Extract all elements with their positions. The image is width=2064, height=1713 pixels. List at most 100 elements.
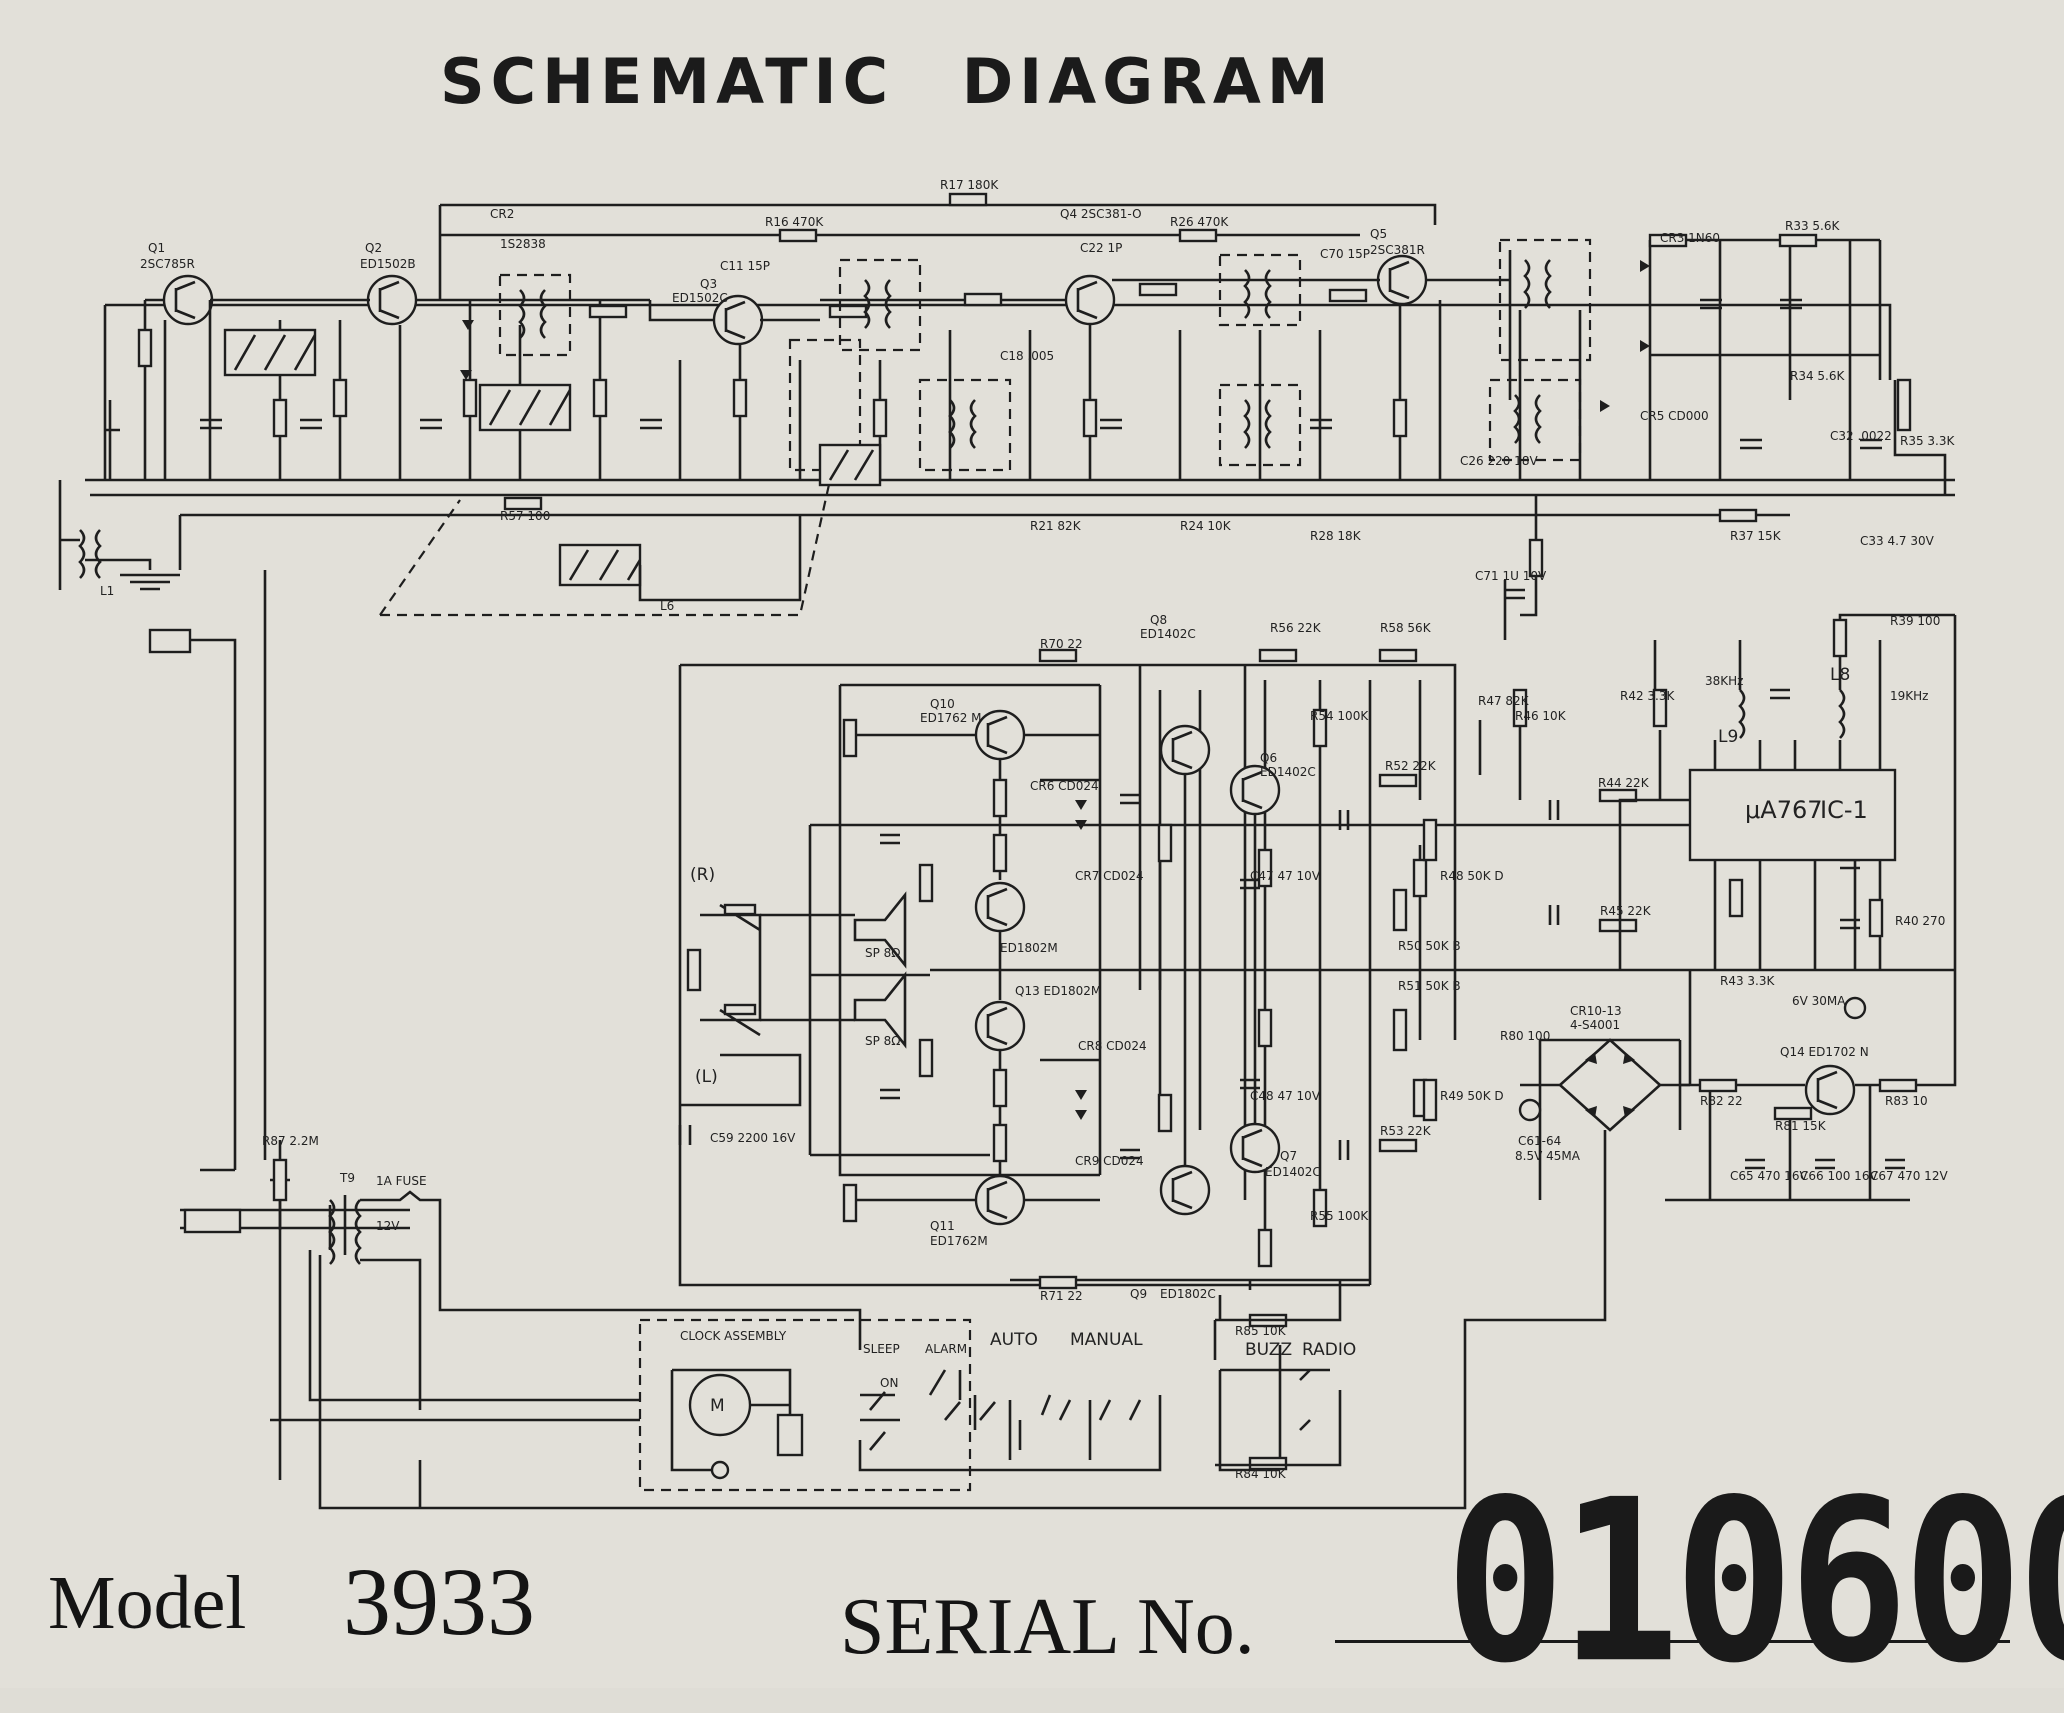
label-q6-part: ED1402C bbox=[1260, 765, 1316, 779]
label-cr7: CR7 CD024 bbox=[1075, 869, 1144, 883]
label-r26: R26 470K bbox=[1170, 215, 1229, 229]
label-l9: L9 bbox=[1718, 727, 1738, 747]
label-c61-64: C61-64 bbox=[1518, 1134, 1561, 1148]
alarm-label: ALARM bbox=[925, 1342, 967, 1356]
label-r43: R43 3.3K bbox=[1720, 974, 1776, 988]
transformer-label: T9 bbox=[339, 1171, 355, 1185]
volts-label: 12V bbox=[376, 1219, 400, 1233]
label-r53: R53 22K bbox=[1380, 1124, 1432, 1138]
label-q5-part: 2SC381R bbox=[1370, 243, 1425, 257]
label-c11: C11 15P bbox=[720, 259, 770, 273]
channel-l: (L) bbox=[695, 1067, 718, 1087]
speaker-l-label: SP 8Ω bbox=[865, 1034, 900, 1048]
label-r35: R35 3.3K bbox=[1900, 434, 1956, 448]
stereo-decoder-section bbox=[1478, 495, 1957, 970]
label-l1: L1 bbox=[100, 584, 114, 598]
label-r87: R87 2.2M bbox=[262, 1134, 319, 1148]
label-r21: R21 82K bbox=[1030, 519, 1082, 533]
label-r56: R56 22K bbox=[1270, 621, 1322, 635]
label-r40: R40 270 bbox=[1895, 914, 1945, 928]
label-q7-part: ED1402C bbox=[1265, 1165, 1321, 1179]
label-r42: R42 3.3K bbox=[1620, 689, 1676, 703]
label-c70: C70 15P bbox=[1320, 247, 1370, 261]
ic-1-name: IC-1 bbox=[1820, 796, 1868, 824]
channel-r: (R) bbox=[690, 865, 715, 885]
audio-amplifier-section bbox=[678, 648, 1957, 1290]
label-q5: Q5 bbox=[1370, 227, 1387, 241]
label-q14: Q14 ED1702 N bbox=[1780, 1045, 1869, 1059]
label-r51: R51 50K B bbox=[1398, 979, 1461, 993]
page-title: SCHEMATIC DIAGRAM bbox=[440, 45, 1335, 118]
label-r16: R16 470K bbox=[765, 215, 824, 229]
label-c32: C32 .0022 bbox=[1830, 429, 1892, 443]
label-c26: C26 220 18V bbox=[1460, 454, 1538, 468]
label-q3: Q3 bbox=[700, 277, 717, 291]
fuse-label: 1A FUSE bbox=[376, 1174, 427, 1188]
label-r80: R80 100 bbox=[1500, 1029, 1550, 1043]
label-cr8: CR8 CD024 bbox=[1078, 1039, 1147, 1053]
label-q1-part: 2SC785R bbox=[140, 257, 195, 271]
label-q11-part: ED1762M bbox=[930, 1234, 988, 1248]
radio-label: RADIO bbox=[1302, 1340, 1356, 1360]
label-r44: R44 22K bbox=[1598, 776, 1650, 790]
label-r70: R70 22 bbox=[1040, 637, 1083, 651]
label-cr2-part: 1S2838 bbox=[500, 237, 546, 251]
label-r82: R82 22 bbox=[1700, 1094, 1743, 1108]
buzz-label: BUZZ bbox=[1245, 1340, 1292, 1360]
label-q6: Q6 bbox=[1260, 751, 1277, 765]
label-19khz: 19KHz bbox=[1890, 689, 1928, 703]
auto-label: AUTO bbox=[990, 1330, 1038, 1350]
label-q9: Q9 bbox=[1130, 1287, 1147, 1301]
label-cr5: CR5 CD000 bbox=[1640, 409, 1709, 423]
label-cr2: CR2 bbox=[490, 207, 514, 221]
label-r28: R28 18K bbox=[1310, 529, 1362, 543]
label-q13: Q13 ED1802M bbox=[1015, 984, 1101, 998]
label-q3-part: ED1502C bbox=[672, 291, 728, 305]
label-c71: C71 1U 10V bbox=[1475, 569, 1547, 583]
label-r49: R49 50K D bbox=[1440, 1089, 1504, 1103]
label-r84: R84 10K bbox=[1235, 1467, 1287, 1481]
label-lamp-rating: 8.5V 45MA bbox=[1515, 1149, 1581, 1163]
manual-label: MANUAL bbox=[1070, 1330, 1143, 1350]
label-r46: R46 10K bbox=[1515, 709, 1567, 723]
label-c65: C65 470 16V bbox=[1730, 1169, 1808, 1183]
label-r52: R52 22K bbox=[1385, 759, 1437, 773]
model-label: Model bbox=[48, 1561, 247, 1645]
speaker-r-label: SP 8Ω bbox=[865, 946, 900, 960]
label-cr10-13-part: 4-S4001 bbox=[1570, 1018, 1620, 1032]
label-r48: R48 50K D bbox=[1440, 869, 1504, 883]
component-labels: Q1 2SC785R Q2 ED1502B Q3 ED1502C Q4 2SC3… bbox=[100, 178, 1956, 1481]
label-c18: C18 .005 bbox=[1000, 349, 1054, 363]
label-c47: C47 47 10V bbox=[1250, 869, 1321, 883]
label-38khz: 38KHz bbox=[1705, 674, 1743, 688]
model-number: 3933 bbox=[343, 1548, 535, 1655]
ic-1-box bbox=[1688, 768, 1897, 862]
power-and-clock-section bbox=[148, 570, 1607, 1510]
on-label: ON bbox=[880, 1376, 898, 1390]
label-cr6: CR6 CD024 bbox=[1030, 779, 1099, 793]
serial-label: SERIAL No. bbox=[840, 1583, 1255, 1671]
label-r50: R50 50K B bbox=[1398, 939, 1461, 953]
label-lamp: 6V 30MA bbox=[1792, 994, 1846, 1008]
label-r55: R55 100K bbox=[1310, 1209, 1369, 1223]
label-q7: Q7 bbox=[1280, 1149, 1297, 1163]
label-c48: C48 47 10V bbox=[1250, 1089, 1321, 1103]
label-q10: Q10 bbox=[930, 697, 955, 711]
sleep-label: SLEEP bbox=[863, 1342, 900, 1356]
serial-underline bbox=[1335, 1640, 2010, 1643]
label-r85: R85 10K bbox=[1235, 1324, 1287, 1338]
label-cr3: CR3 1N60 bbox=[1660, 231, 1720, 245]
label-r39: R39 100 bbox=[1890, 614, 1940, 628]
label-q1: Q1 bbox=[148, 241, 165, 255]
label-r54: R54 100K bbox=[1310, 709, 1369, 723]
motor-label: M bbox=[710, 1396, 725, 1416]
serial-number-stamp: 010600 bbox=[1445, 1452, 2064, 1713]
label-cr10-13: CR10-13 bbox=[1570, 1004, 1622, 1018]
label-r37: R37 15K bbox=[1730, 529, 1782, 543]
label-r83: R83 10 bbox=[1885, 1094, 1928, 1108]
label-q4-part: Q4 2SC381-O bbox=[1060, 207, 1142, 221]
label-cr9: CR9 CD024 bbox=[1075, 1154, 1144, 1168]
label-r58: R58 56K bbox=[1380, 621, 1432, 635]
